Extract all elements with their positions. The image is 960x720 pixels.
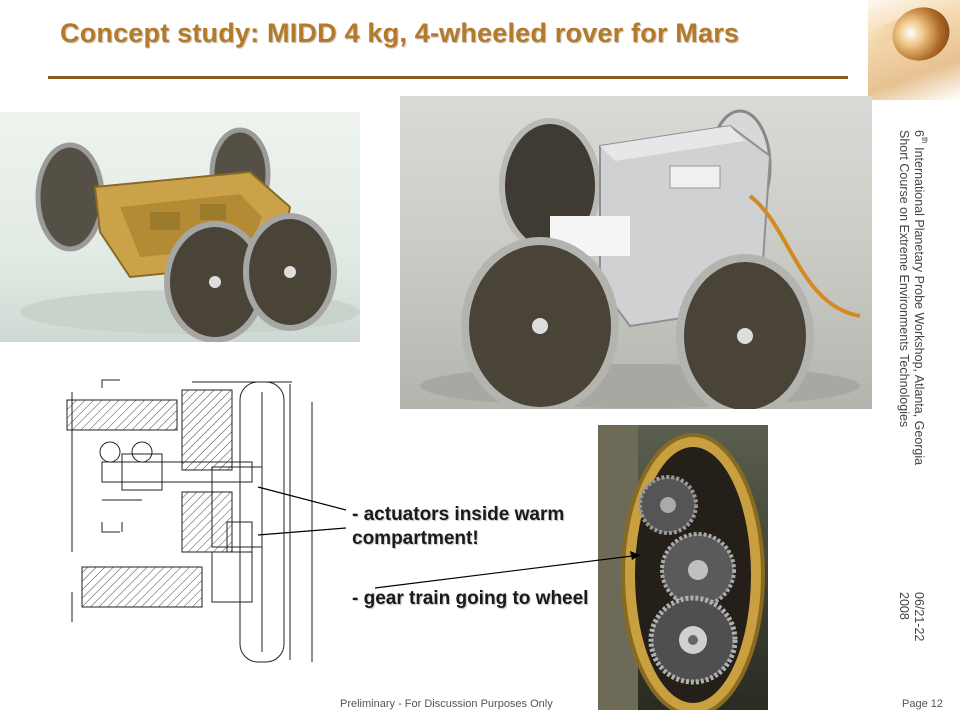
- wheel-actuator-cross-section-drawing: [62, 372, 322, 664]
- workshop-side-caption: 6th International Planetary Probe Worksh…: [896, 130, 932, 465]
- workshop-ordinal-suffix: th: [920, 136, 930, 144]
- title-underline: [48, 76, 848, 79]
- workshop-date: 06/21-22 2008: [896, 592, 926, 641]
- date-year: 2008: [897, 592, 911, 620]
- slide-title: Concept study: MIDD 4 kg, 4-wheeled rove…: [60, 18, 740, 48]
- date-range: 06/21-22: [912, 592, 926, 642]
- entry-probe-icon: [883, 0, 959, 70]
- bullet-gear-train: - gear train going to wheel: [352, 588, 589, 609]
- workshop-title: International Planetary Probe Workshop, …: [912, 143, 926, 466]
- bullet-actuators: - actuators inside warm compartment!: [352, 504, 565, 549]
- footer-disclaimer: Preliminary - For Discussion Purposes On…: [340, 698, 553, 710]
- short-course-title: Short Course on Extreme Environments Tec…: [897, 130, 911, 428]
- entry-probe-corner-graphic: [868, 0, 960, 100]
- workshop-ordinal: 6: [912, 130, 926, 137]
- page-number: Page 12: [902, 698, 943, 710]
- rover-prototype-photo: [400, 96, 872, 409]
- gear-train-photo: [598, 425, 768, 710]
- rover-chassis-photo: [0, 112, 360, 342]
